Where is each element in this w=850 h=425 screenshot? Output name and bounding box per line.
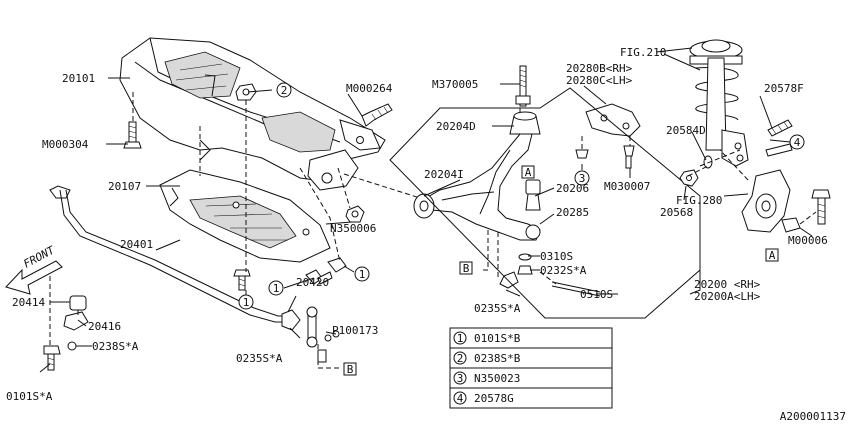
label-20401: 20401 bbox=[120, 238, 153, 251]
label-m00006: M00006 bbox=[788, 234, 828, 247]
bolt-callout4-drawing bbox=[765, 143, 793, 157]
label-20416: 20416 bbox=[88, 320, 121, 333]
svg-text:A: A bbox=[525, 166, 532, 179]
label-fig280: FIG.280 bbox=[676, 194, 722, 207]
label-p100173: P100173 bbox=[332, 324, 378, 337]
callout-3: 3 bbox=[574, 170, 590, 186]
assembly-outline bbox=[389, 87, 701, 319]
crossmember-drawing bbox=[119, 37, 386, 191]
bolt-lower-left-drawing bbox=[233, 269, 251, 291]
label-20206: 20206 bbox=[556, 182, 589, 195]
label-0101sa: 0101S*A bbox=[6, 390, 53, 403]
label-0238sa: 0238S*A bbox=[92, 340, 139, 353]
label-front: FRONT bbox=[21, 243, 58, 271]
svg-text:2: 2 bbox=[457, 352, 464, 365]
label-20200-rh: 20200 <RH> bbox=[694, 278, 761, 291]
bolt-m00006-drawing bbox=[811, 189, 831, 225]
svg-text:B: B bbox=[463, 262, 470, 275]
label-20204i: 20204I bbox=[424, 168, 464, 181]
bolt-pair-drawing bbox=[305, 257, 347, 285]
bolt-m000264-drawing bbox=[361, 103, 393, 127]
svg-text:4: 4 bbox=[457, 392, 464, 405]
label-fig210: FIG.210 bbox=[620, 46, 666, 59]
callout-4: 4 bbox=[789, 134, 805, 150]
front-arrow-icon bbox=[5, 260, 63, 295]
label-20107: 20107 bbox=[108, 180, 141, 193]
bolt-m000304-drawing bbox=[123, 121, 142, 149]
label-0510s: 0510S bbox=[580, 288, 613, 301]
diagram-code: A200001137 bbox=[780, 410, 846, 423]
label-m030007: M030007 bbox=[604, 180, 650, 193]
stud-m370005-drawing bbox=[515, 65, 531, 107]
svg-text:2: 2 bbox=[281, 84, 288, 97]
svg-text:1: 1 bbox=[243, 296, 250, 309]
callout-1-bolt-left: 1 bbox=[238, 294, 254, 310]
label-20204d: 20204D bbox=[436, 120, 476, 133]
label-m370005: M370005 bbox=[432, 78, 478, 91]
label-20568: 20568 bbox=[660, 206, 693, 219]
legend-row-3: 3 N350023 bbox=[453, 371, 520, 385]
stabilizer-link-drawing bbox=[281, 306, 340, 363]
label-m000304: M000304 bbox=[42, 138, 89, 151]
ref-a-armbox: A bbox=[521, 165, 535, 179]
svg-text:B: B bbox=[347, 363, 354, 376]
label-20200-lh: 20200A<LH> bbox=[694, 290, 761, 303]
svg-text:0101S*B: 0101S*B bbox=[474, 332, 521, 345]
label-20584d: 20584D bbox=[666, 124, 706, 137]
label-n350006: N350006 bbox=[330, 222, 376, 235]
legend-row-2: 2 0238S*B bbox=[453, 351, 521, 365]
label-m000264: M000264 bbox=[346, 82, 393, 95]
svg-text:1: 1 bbox=[457, 332, 464, 345]
svg-text:4: 4 bbox=[794, 136, 801, 149]
legend-row-1: 1 0101S*B bbox=[453, 331, 521, 345]
svg-text:N350023: N350023 bbox=[474, 372, 520, 385]
label-20101: 20101 bbox=[62, 72, 95, 85]
callout-1-right: 1 bbox=[354, 266, 370, 282]
ref-a-knuckle: A bbox=[765, 248, 779, 262]
svg-text:20578G: 20578G bbox=[474, 392, 514, 405]
knuckle-drawing bbox=[741, 169, 801, 233]
label-20578f: 20578F bbox=[764, 82, 804, 95]
label-20414: 20414 bbox=[12, 296, 45, 309]
label-20280-rh: 20280B<RH> bbox=[566, 62, 633, 75]
svg-text:3: 3 bbox=[579, 172, 586, 185]
svg-text:1: 1 bbox=[359, 268, 366, 281]
label-0235sa-mid: 0235S*A bbox=[474, 302, 521, 315]
label-20285: 20285 bbox=[556, 206, 589, 219]
legend-table: 1 0101S*B 2 0238S*B 3 N350023 4 20578G bbox=[449, 327, 613, 409]
under-cover-drawing bbox=[159, 169, 331, 263]
nut-20568-drawing bbox=[679, 169, 699, 187]
bushing-bracket-drawing bbox=[43, 295, 89, 371]
legend-row-4: 4 20578G bbox=[453, 391, 514, 405]
svg-text:0238S*B: 0238S*B bbox=[474, 352, 521, 365]
strut-assembly-drawing bbox=[689, 39, 749, 167]
leader-lines bbox=[39, 47, 813, 373]
bolt-20578f-drawing bbox=[767, 119, 793, 137]
callout-2-top: 2 bbox=[276, 82, 292, 98]
dashed-leaders bbox=[49, 92, 817, 369]
ref-b-link: B bbox=[343, 362, 357, 376]
label-0310s: 0310S bbox=[540, 250, 573, 263]
svg-text:A: A bbox=[769, 249, 776, 262]
label-0232sa: 0232S*A bbox=[540, 264, 587, 277]
label-20420: 20420 bbox=[296, 276, 329, 289]
callout-1-mid: 1 bbox=[268, 280, 284, 296]
svg-text:3: 3 bbox=[457, 372, 464, 385]
stabilizer-bar-drawing bbox=[49, 185, 292, 323]
nut-top-drawing bbox=[235, 83, 257, 101]
label-20280-lh: 20280C<LH> bbox=[566, 74, 633, 87]
ref-b-armbox: B bbox=[459, 261, 473, 275]
label-0235sa-low: 0235S*A bbox=[236, 352, 283, 365]
nut-n350006-drawing bbox=[345, 205, 365, 223]
svg-text:1: 1 bbox=[273, 282, 280, 295]
